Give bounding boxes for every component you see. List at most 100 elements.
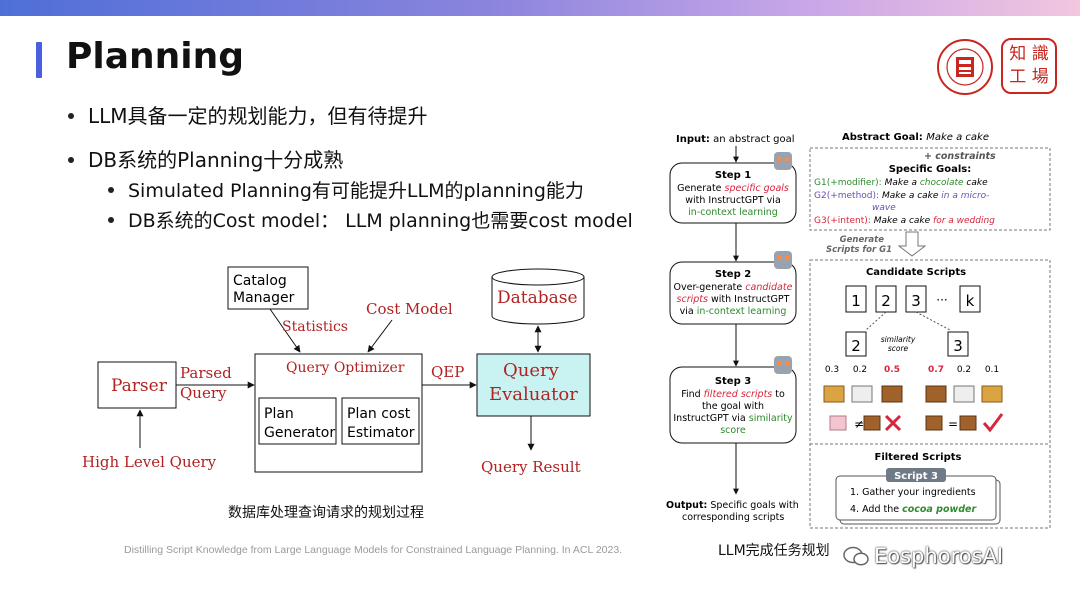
- constraints-label: + constraints: [924, 151, 996, 162]
- query-result-label: Query Result: [481, 458, 581, 476]
- svg-text:via in-context learning: via in-context learning: [680, 306, 787, 317]
- parser-label: Parser: [111, 376, 168, 396]
- bullet-1-text: LLM具备一定的规划能力，但有待提升: [88, 104, 428, 128]
- db-diagram-caption: 数据库处理查询请求的规划过程: [228, 505, 424, 521]
- query-evaluator-label-2: Evaluator: [489, 384, 578, 405]
- robot-icon: [774, 152, 792, 170]
- specific-goals-title: Specific Goals:: [889, 164, 972, 175]
- cost-model-label: Cost Model: [366, 300, 453, 318]
- svg-text:Find filtered scripts to: Find filtered scripts to: [681, 389, 785, 400]
- sub-bullet-1-text: Simulated Planning有可能提升LLM的planning能力: [128, 180, 584, 202]
- database-cylinder: [491, 268, 585, 286]
- step3-box: [669, 366, 797, 444]
- svg-text:in-context learning: in-context learning: [688, 207, 778, 218]
- candidate-1: [845, 285, 867, 313]
- specific-goals-box: [809, 147, 1051, 231]
- svg-text:InstructGPT via similarity: InstructGPT via similarity: [673, 413, 793, 424]
- query-label: Query: [180, 384, 227, 402]
- plan-cost-label-1: Plan cost: [347, 406, 411, 422]
- catalog-manager-label-1: Catalog: [233, 273, 287, 289]
- database-label: Database: [497, 288, 578, 308]
- cross-icon: [884, 414, 902, 432]
- robot-icon: [774, 251, 792, 269]
- svg-text:0.7: 0.7: [928, 365, 944, 375]
- sub-bullet-1: Simulated Planning有可能提升LLM的planning能力: [108, 176, 584, 203]
- svg-text:3: 3: [911, 292, 921, 310]
- svg-text:0.1: 0.1: [985, 365, 999, 375]
- cake-icons: ≠ =: [823, 385, 1004, 433]
- bullet-1: LLM具备一定的规划能力，但有待提升: [68, 100, 428, 129]
- fudan-university-seal: [937, 39, 993, 95]
- plan-generator-label-1: Plan: [264, 406, 294, 422]
- svg-text:Scripts for G1: Scripts for G1: [826, 245, 892, 255]
- query-evaluator-label-1: Query: [503, 360, 560, 381]
- svg-text:Generate: Generate: [840, 235, 885, 245]
- svg-text:score: score: [720, 425, 746, 436]
- zhishi-gongchang-logo: 知 識工 場: [1001, 38, 1057, 94]
- down-arrow-icon: [897, 231, 927, 257]
- script-line-1: 1. Gather your ingredients: [850, 487, 976, 498]
- llm-diagram-caption: LLM完成任务规划: [718, 543, 830, 559]
- llm-planning-diagram: Input: an abstract goal Step 1 Generate …: [666, 132, 1051, 529]
- svg-text:wave: wave: [872, 203, 896, 213]
- check-icon: [982, 413, 1004, 433]
- catalog-manager-box: [227, 266, 309, 310]
- robot-icon: [774, 356, 792, 374]
- filtered-scripts-title: Filtered Scripts: [875, 452, 962, 463]
- parsed-label: Parsed: [180, 364, 232, 382]
- statistics-label: Statistics: [282, 319, 348, 335]
- step2-box: [669, 261, 797, 325]
- svg-text:4. Add the cocoa powder: 4. Add the cocoa powder: [850, 504, 977, 515]
- svg-text:k: k: [966, 292, 975, 310]
- step3-title: Step 3: [715, 376, 751, 387]
- svg-text:G1(+modifier): Make a chocolat: G1(+modifier): Make a chocolate cake: [814, 178, 988, 188]
- top-gradient-bar: [0, 0, 1080, 16]
- svg-text:corresponding scripts: corresponding scripts: [682, 512, 784, 523]
- title-accent-bar: [36, 42, 42, 78]
- sub-bullet-2-text: DB系统的Cost model： LLM planning也需要cost mod…: [128, 210, 633, 232]
- svg-text:0.3: 0.3: [825, 365, 839, 375]
- svg-text:G2(+method): Make a cake in a: G2(+method): Make a cake in a micro-: [814, 191, 989, 201]
- svg-text:0.2: 0.2: [853, 365, 867, 375]
- step1-title: Step 1: [715, 170, 751, 181]
- step2-title: Step 2: [715, 269, 751, 280]
- candidate-k: [959, 285, 981, 313]
- svg-text:Over-generate candidate: Over-generate candidate: [674, 282, 793, 293]
- catalog-manager-label-2: Manager: [233, 290, 295, 306]
- svg-text:3: 3: [953, 337, 963, 355]
- svg-text:≠: ≠: [854, 417, 864, 431]
- svg-text:Output: Specific goals with: Output: Specific goals with: [666, 500, 799, 511]
- svg-text:···: ···: [936, 293, 947, 307]
- svg-text:the goal with: the goal with: [702, 401, 764, 412]
- query-evaluator-box: [476, 353, 591, 417]
- llm-input-label: Input: an abstract goal: [676, 134, 795, 145]
- svg-text:=: =: [948, 417, 958, 431]
- svg-text:Generate specific goals: Generate specific goals: [677, 183, 789, 194]
- candidate-scripts-title: Candidate Scripts: [866, 267, 966, 278]
- script-label: Script 3: [894, 471, 938, 482]
- svg-text:0.5: 0.5: [884, 365, 900, 375]
- svg-text:0.2: 0.2: [957, 365, 971, 375]
- svg-text:2: 2: [881, 292, 891, 310]
- svg-text:1: 1: [851, 292, 861, 310]
- query-optimizer-label: Query Optimizer: [286, 360, 405, 376]
- svg-text:with InstructGPT via: with InstructGPT via: [685, 195, 781, 206]
- wechat-icon: [843, 546, 869, 566]
- abstract-goal-label: Abstract Goal: Make a cake: [842, 132, 989, 143]
- plan-cost-estimator-box: [341, 397, 420, 445]
- watermark: EosphorosAI: [874, 544, 1004, 568]
- svg-text:G3(+intent): Make a cake for a: G3(+intent): Make a cake for a wedding: [814, 216, 995, 226]
- step1-box: [669, 162, 797, 224]
- sub-bullet-2: DB系统的Cost model： LLM planning也需要cost mod…: [108, 206, 633, 233]
- svg-text:score: score: [888, 344, 909, 353]
- svg-text:similarity: similarity: [881, 335, 916, 344]
- qep-label: QEP: [431, 363, 464, 381]
- bullet-2-text: DB系统的Planning十分成熟: [88, 148, 344, 172]
- citation-footer: Distilling Script Knowledge from Large L…: [124, 544, 623, 556]
- svg-text:scripts with InstructGPT: scripts with InstructGPT: [677, 294, 790, 305]
- high-level-query-label: High Level Query: [82, 453, 217, 471]
- plan-generator-label-2: Generator: [264, 425, 335, 441]
- plan-cost-label-2: Estimator: [347, 425, 415, 441]
- plan-generator-box: [258, 397, 337, 445]
